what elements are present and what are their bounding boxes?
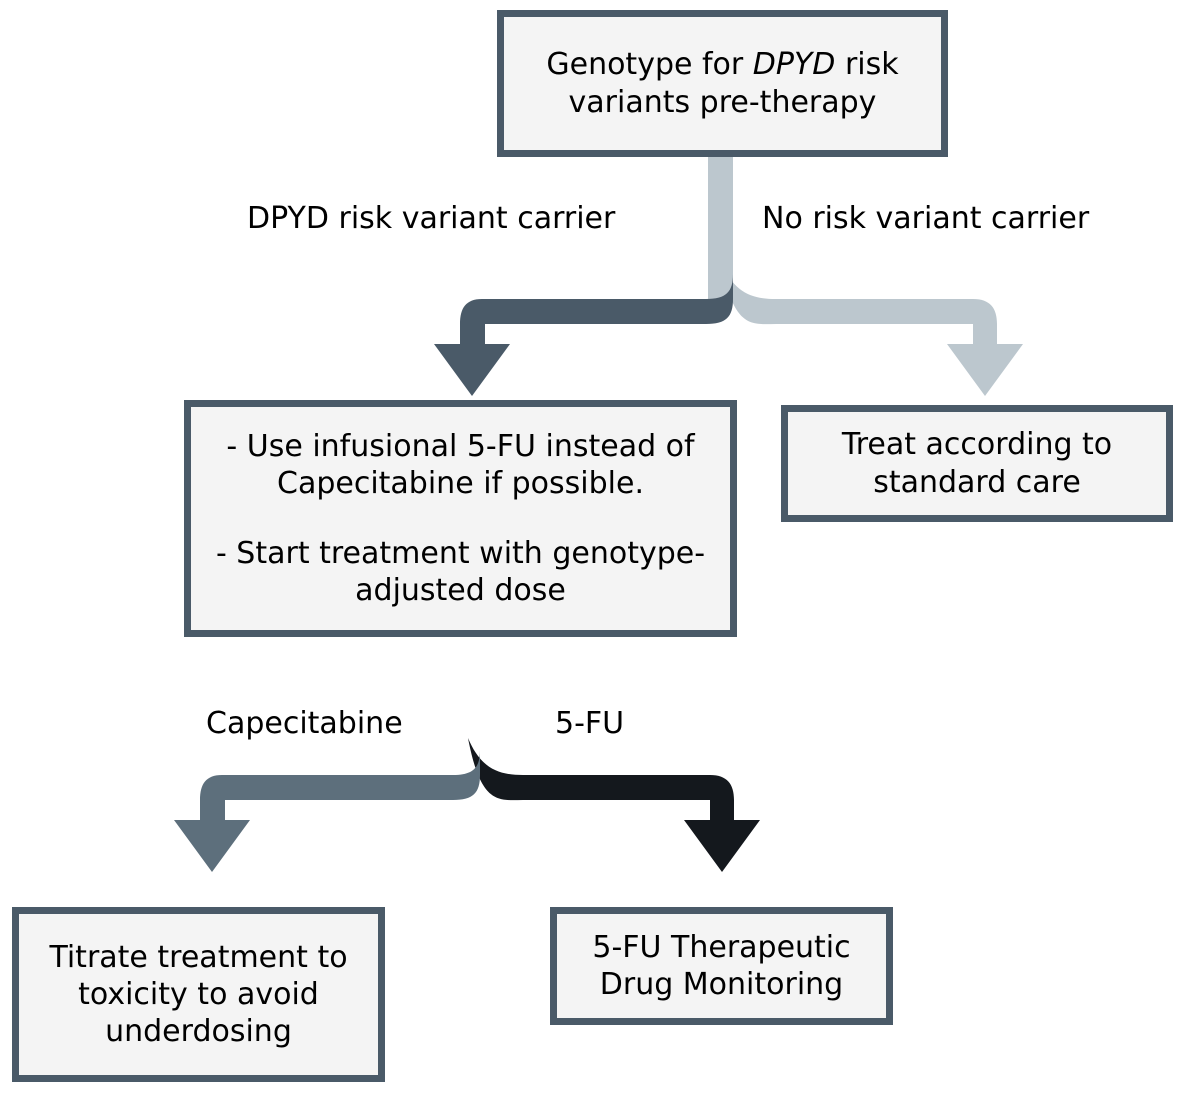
edge-arrow-capecitabine	[174, 637, 480, 872]
edge-label-capecitabine: Capecitabine	[206, 706, 403, 741]
gene-name-dpyd: DPYD	[752, 47, 836, 83]
edge-arrow-5fu	[468, 738, 760, 872]
node-genotype-text-suffix: risk variants pre-therapy	[568, 47, 899, 120]
node-genotype-pre-therapy-text: Genotype for DPYD risk variants pre-ther…	[522, 46, 923, 120]
edge-arrow-carrier	[434, 157, 733, 396]
edge-label-no-risk-variant-carrier: No risk variant carrier	[762, 201, 1090, 236]
carrier-action-line-2: - Start treatment with genotype-adjusted…	[215, 535, 706, 608]
node-standard-care: Treat according to standard care	[781, 405, 1173, 522]
edge-arrow-non-carrier	[721, 262, 1023, 396]
edge-stem-branch1-light	[708, 157, 733, 300]
edge-label-5fu: 5-FU	[555, 706, 625, 741]
node-genotype-pre-therapy: Genotype for DPYD risk variants pre-ther…	[497, 10, 948, 157]
node-5fu-therapeutic-drug-monitoring: 5-FU Therapeutic Drug Monitoring	[550, 907, 893, 1025]
node-genotype-text-prefix: Genotype for	[546, 47, 753, 83]
node-titrate-text: Titrate treatment to toxicity to avoid u…	[49, 939, 348, 1050]
edge-label-dpyd-risk-variant-carrier: DPYD risk variant carrier	[247, 201, 616, 236]
node-tdm-text: 5-FU Therapeutic Drug Monitoring	[592, 929, 851, 1002]
node-carrier-dosing-actions: - Use infusional 5-FU instead of Capecit…	[184, 400, 737, 637]
carrier-action-line-1: - Use infusional 5-FU instead of Capecit…	[226, 429, 695, 502]
node-titrate-to-toxicity: Titrate treatment to toxicity to avoid u…	[12, 907, 385, 1082]
node-standard-care-text: Treat according to standard care	[841, 427, 1113, 500]
